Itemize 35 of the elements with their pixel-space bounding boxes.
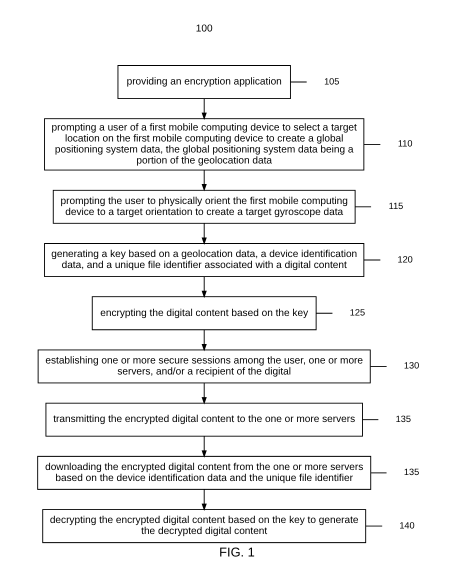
caption: FIG. 1 — [219, 544, 255, 560]
connector — [362, 419, 379, 420]
node-box: establishing one or more secure sessions among the user, one or more servers, and/or a recipient of the digital — [38, 349, 371, 384]
node-box: downloading the encrypted digital content from the one or more servers based on the device identification data and the unique file identifier — [37, 456, 372, 490]
connector — [316, 312, 333, 314]
node-box: decrypting the encrypted digital content based on the key to generate the decrypted digital content — [42, 509, 366, 544]
connector — [370, 366, 388, 367]
node-text: 135 — [404, 467, 420, 478]
node-text: 135 — [396, 414, 411, 424]
node-text: 125 — [350, 308, 366, 318]
connector — [354, 206, 372, 208]
connector — [370, 472, 388, 474]
node-text: 115 — [388, 201, 404, 212]
arrow — [202, 489, 207, 511]
arrow — [202, 436, 207, 458]
node-box: prompting a user of a first mobile computing device to select a target location on the first mobile computing device to create a global positioning system data, the global positioning system data being a portion of the geolocation data — [44, 118, 364, 171]
arrow — [202, 170, 207, 192]
arrow — [202, 222, 207, 245]
arrow — [202, 382, 207, 405]
connector — [363, 144, 381, 145]
node-text: 110 — [398, 138, 412, 149]
label: 100 — [196, 23, 213, 34]
arrow — [202, 276, 207, 298]
connector — [365, 526, 383, 527]
node-box: generating a key based on a geolocation data, a device identification data, and a unique file identifier associated with a digital content — [44, 243, 364, 277]
node-box: providing an encryption application — [118, 65, 291, 99]
node-box: encrypting the digital content based on the key — [92, 296, 317, 330]
arrow — [202, 98, 207, 120]
node-text: 105 — [324, 76, 340, 86]
node-text: 120 — [397, 254, 413, 264]
arrow — [202, 329, 207, 352]
node-text: 130 — [404, 360, 420, 371]
node-text: 140 — [399, 520, 415, 530]
node-box: transmitting the encrypted digital content to the one or more servers — [45, 402, 363, 437]
node-box: prompting the user to physically orient the first mobile computing device to a target orientation to create a target gyroscope data — [52, 190, 356, 224]
